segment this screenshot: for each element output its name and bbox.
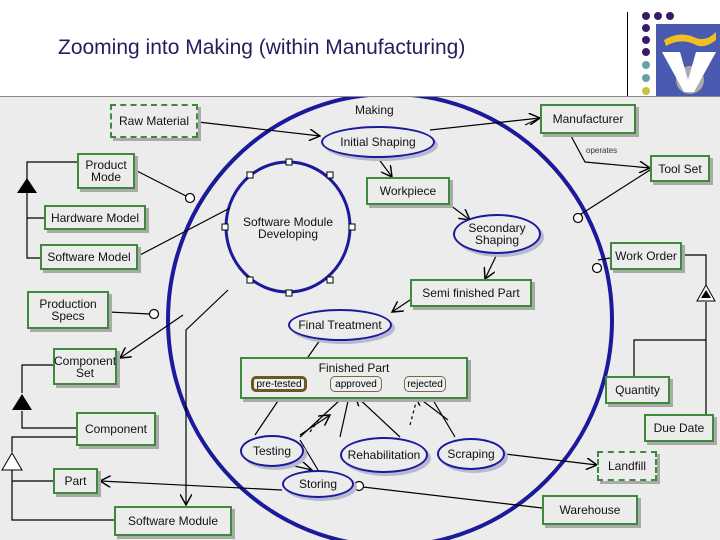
making-process-boundary [166, 97, 614, 540]
finished-part-label: Finished Part [318, 361, 390, 375]
state-rejected[interactable]: rejected [404, 376, 446, 392]
process-rehabilitation[interactable]: Rehabilitation [340, 437, 428, 473]
object-component[interactable]: Component [76, 412, 156, 446]
process-storing[interactable]: Storing [282, 470, 354, 498]
state-pre-tested[interactable]: pre-tested [251, 376, 307, 392]
process-initial-shaping[interactable]: Initial Shaping [321, 126, 435, 158]
object-landfill[interactable]: Landfill [597, 451, 657, 481]
opm-diagram: Making operates Raw Material Product Mod… [0, 97, 720, 540]
object-software-model[interactable]: Software Model [40, 244, 138, 270]
process-final-treatment[interactable]: Final Treatment [288, 309, 392, 341]
object-component-set[interactable]: Component Set [53, 348, 117, 385]
object-part[interactable]: Part [53, 468, 98, 494]
object-work-order[interactable]: Work Order [610, 242, 682, 270]
object-product-model[interactable]: Product Mode [77, 153, 135, 189]
object-production-specs[interactable]: Production Specs [27, 291, 109, 329]
state-approved[interactable]: approved [330, 376, 382, 392]
process-scraping[interactable]: Scraping [437, 438, 505, 470]
object-raw-material[interactable]: Raw Material [110, 104, 198, 138]
object-hardware-model[interactable]: Hardware Model [44, 205, 146, 230]
slide-title: Zooming into Making (within Manufacturin… [58, 36, 466, 59]
diagram-links [1, 97, 716, 540]
link-end-circle [184, 192, 196, 204]
making-label: Making [355, 103, 394, 117]
process-software-module-developing-label[interactable]: Software Module Developing [242, 215, 334, 241]
object-quantity[interactable]: Quantity [605, 376, 670, 404]
object-software-module[interactable]: Software Module [114, 506, 232, 536]
object-warehouse[interactable]: Warehouse [542, 495, 638, 525]
object-manufacturer[interactable]: Manufacturer [540, 104, 636, 134]
aggregation-triangle-icon [12, 394, 32, 410]
object-semi-finished-part[interactable]: Semi finished Part [410, 279, 532, 307]
header-divider-vertical [627, 12, 628, 96]
operates-link-label: operates [586, 146, 618, 155]
process-testing[interactable]: Testing [240, 435, 304, 467]
aggregation-triangle-icon [17, 178, 37, 193]
process-secondary-shaping[interactable]: Secondary Shaping [453, 214, 541, 254]
object-workpiece[interactable]: Workpiece [366, 177, 450, 205]
generalization-triangle-icon [1, 452, 23, 471]
technion-logo [640, 10, 720, 96]
object-due-date[interactable]: Due Date [644, 414, 714, 442]
object-tool-set[interactable]: Tool Set [650, 155, 710, 182]
